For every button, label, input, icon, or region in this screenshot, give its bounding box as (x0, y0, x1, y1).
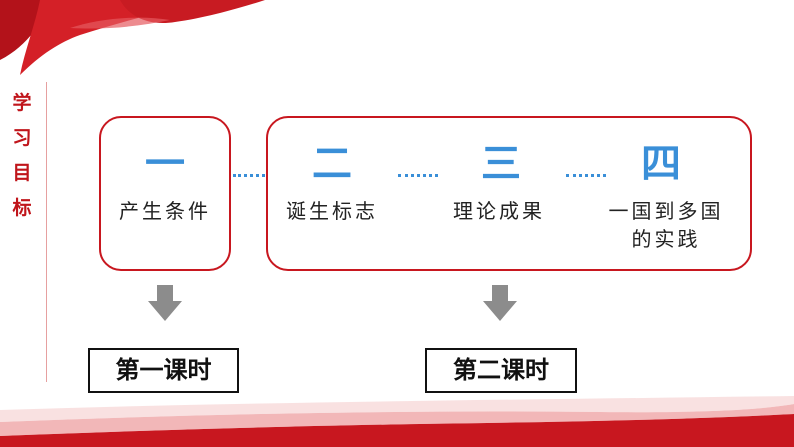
red-wave-decoration (0, 392, 794, 447)
side-title-char: 目 (12, 156, 31, 191)
item-numeral-1: 一 (125, 142, 205, 186)
first-lesson-frame (99, 116, 231, 271)
item-label-4-line1: 一国到多国 (596, 197, 736, 225)
side-title-char: 习 (12, 121, 31, 156)
item-label-4-line2: 的实践 (596, 225, 736, 253)
side-title: 学 习 目 标 (4, 86, 40, 226)
first-lesson-box: 第一课时 (88, 348, 239, 393)
item-label-3: 理论成果 (437, 197, 561, 225)
item-label-1: 产生条件 (103, 197, 227, 225)
red-ribbon-decoration (0, 0, 280, 95)
down-arrow-icon (480, 283, 520, 323)
item-numeral-3: 三 (461, 142, 541, 186)
item-label-4: 一国到多国 的实践 (596, 197, 736, 253)
side-title-char: 学 (12, 86, 31, 121)
item-label-2: 诞生标志 (270, 197, 394, 225)
side-title-char: 标 (12, 191, 31, 226)
down-arrow-icon (145, 283, 185, 323)
second-lesson-box: 第二课时 (425, 348, 577, 393)
item-numeral-4: 四 (621, 142, 701, 186)
item-numeral-2: 二 (292, 142, 372, 186)
side-divider (46, 82, 47, 382)
dotted-connector (233, 174, 265, 177)
dotted-connector (566, 174, 606, 177)
dotted-connector (398, 174, 438, 177)
